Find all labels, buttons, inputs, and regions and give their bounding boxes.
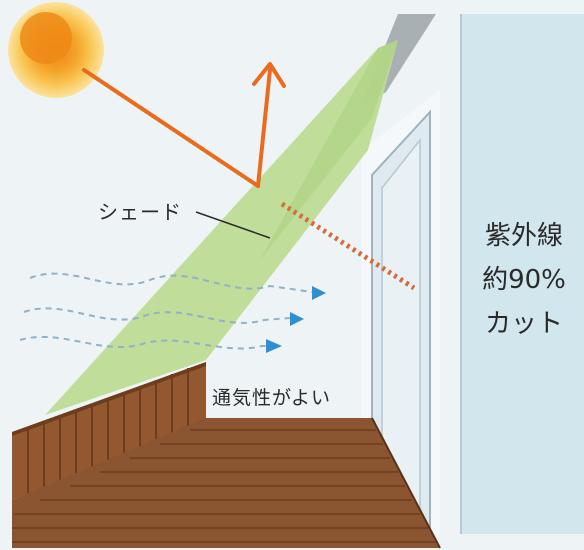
- building-wall: [362, 90, 440, 536]
- deck: [12, 417, 441, 549]
- shade-sail-highlight: [260, 40, 398, 260]
- uv-ray-dotted: [280, 201, 416, 291]
- sun-icon: [8, 2, 104, 98]
- fence: [12, 362, 206, 500]
- ventilation-label: 通気性がよい: [212, 387, 332, 409]
- shade-label: シェード: [98, 200, 182, 224]
- uv-line-1: 紫外線: [484, 221, 563, 251]
- reflection-arrow-icon: [82, 62, 286, 188]
- shade-pointer: [195, 211, 271, 239]
- uv-line-2: 約90%: [482, 265, 566, 295]
- wind-arrow-icon: [19, 272, 326, 353]
- shade-sail: [45, 40, 398, 415]
- uv-cut-panel: 紫外線 約90% カット: [460, 14, 584, 534]
- uv-line-3: カット: [484, 309, 563, 339]
- uv-cut-text: 紫外線 約90% カット: [462, 214, 584, 346]
